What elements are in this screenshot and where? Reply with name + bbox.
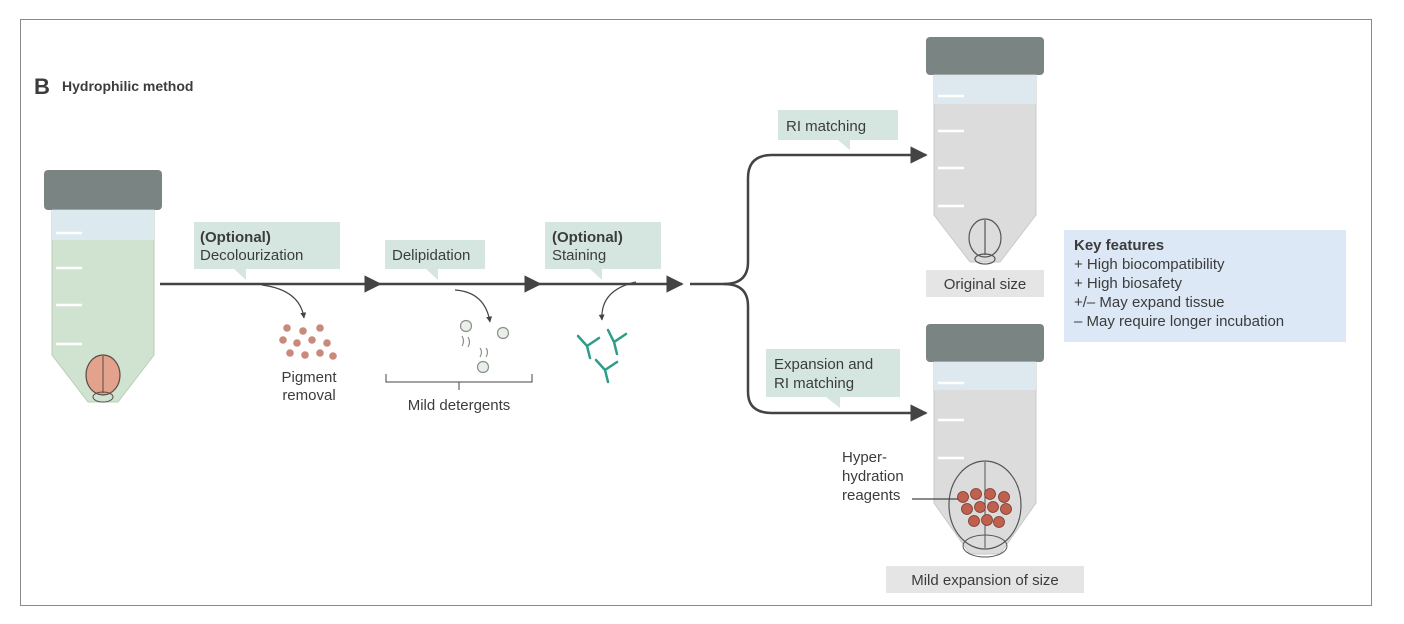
- hyperhydration-line2: hydration: [842, 468, 904, 485]
- tube-cap: [926, 37, 1044, 75]
- label-expansion: Expansion and RI matching: [766, 349, 900, 408]
- pigment-dots-icon: [279, 324, 337, 360]
- tube-cap: [926, 324, 1044, 362]
- mild-detergents-label: Mild detergents: [408, 397, 511, 414]
- key-features-background: [1064, 230, 1346, 342]
- tube-cap: [44, 170, 162, 210]
- key-features-box: Key features + High biocompatibility + H…: [1064, 230, 1346, 342]
- pigment-line1: Pigment: [281, 369, 337, 386]
- decolourization-line1: (Optional): [200, 229, 271, 246]
- label-staining: (Optional) Staining: [545, 222, 661, 280]
- start-tube: [44, 170, 162, 403]
- key-features-title: Key features: [1074, 237, 1164, 254]
- arrow-to-ri-matching: [723, 146, 928, 286]
- original-size-tube: [926, 37, 1044, 265]
- staining-curve-arrow: [598, 281, 637, 321]
- panel-letter: B: [34, 74, 50, 99]
- delipidation-label: Delipidation: [392, 247, 470, 264]
- tube-meniscus: [934, 362, 1036, 390]
- antibody-icons: [576, 328, 628, 384]
- panel-title: Hydrophilic method: [62, 78, 193, 94]
- pigment-curve-arrow: [261, 284, 307, 319]
- label-decolourization: (Optional) Decolourization: [194, 222, 340, 280]
- key-feature-item: + High biocompatibility: [1074, 256, 1225, 273]
- decolourization-line2: Decolourization: [200, 247, 303, 264]
- expansion-line1: Expansion and: [774, 356, 873, 373]
- label-delipidation: Delipidation: [385, 240, 485, 280]
- pigment-line2: removal: [282, 387, 335, 404]
- mild-expansion-badge: [886, 566, 1084, 593]
- staining-line1: (Optional): [552, 229, 623, 246]
- detergents-bracket: [385, 374, 533, 383]
- tube-meniscus: [52, 210, 154, 240]
- ri-matching-label: RI matching: [786, 118, 866, 135]
- hyperhydration-line3: reagents: [842, 487, 900, 504]
- expansion-line2: RI matching: [774, 375, 854, 392]
- delipidation-curve-arrow: [454, 289, 493, 323]
- key-feature-item: + High biosafety: [1074, 275, 1182, 292]
- hyperhydration-line1: Hyper-: [842, 449, 887, 466]
- expanded-brain-icon: [948, 460, 1022, 558]
- expanded-tube: [926, 324, 1044, 558]
- key-feature-item: +/– May expand tissue: [1074, 294, 1225, 311]
- mouse-brain-icon: [85, 354, 121, 403]
- staining-line2: Staining: [552, 247, 606, 264]
- arrow-to-expansion: [723, 282, 928, 422]
- tube-meniscus: [934, 75, 1036, 104]
- original-size-badge: [926, 270, 1044, 297]
- label-ri-matching: RI matching: [778, 110, 898, 150]
- original-size-label: Original size: [944, 276, 1027, 293]
- transparent-brain-icon: [968, 218, 1002, 265]
- mild-expansion-label: Mild expansion of size: [911, 572, 1059, 589]
- micelle-icons: [459, 319, 510, 374]
- key-feature-item: – May require longer incubation: [1074, 313, 1284, 330]
